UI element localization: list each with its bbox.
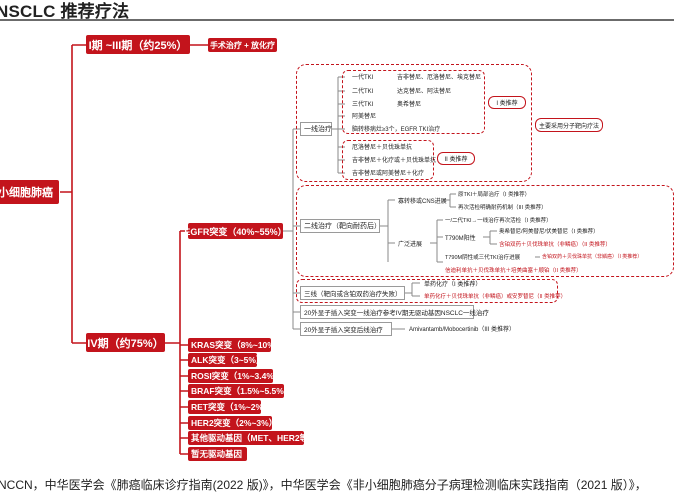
third-line-item: 单药化疗＋贝伐珠单抗（非鳞癌）或安罗替尼（II 类推荐） (424, 294, 567, 300)
second-line-item: T790M阴性或三代TKI治疗进展 (445, 255, 521, 261)
second-line-item: 再次活检明确耐药机制（III 类推荐） (458, 205, 547, 211)
first-line-item: 脑转移病灶≥3个，EGFR TKI治疗 (352, 127, 441, 133)
first-line-item: 三代TKI (352, 102, 374, 108)
exon20-drug: Amivantamb/Mobocertinib（III 类推荐） (409, 327, 516, 333)
second-line-item: 信迪利单抗＋贝伐珠单抗＋培美曲塞＋顺铂（II 类推荐） (445, 268, 582, 274)
mutation-braf: BRAF突变（1.5%~5.5%） (188, 384, 292, 398)
rec2-badge: II 类推荐 (437, 152, 475, 165)
first-line-item: 一代TKI (352, 75, 374, 81)
first-line-item: 吉非替尼＋化疗或＋贝伐珠单抗 (352, 158, 437, 164)
page-title: NSCLC 推荐疗法 (0, 2, 130, 21)
second-line-item: 含铂双药＋贝伐珠单抗（非鳞癌）（II 类推荐） (499, 242, 611, 248)
second-line-node: 二线治疗（靶向耐药后） (300, 219, 381, 233)
second-line-item: 原TKI＋局部治疗（I 类推荐） (458, 192, 531, 198)
mutation-ret: RET突变（1%~2%） (188, 400, 272, 414)
second-line-item: 广泛进展 (398, 242, 423, 248)
egfr-node: EGFR突变（40%~55%） (184, 223, 287, 239)
mutation-other: 其他驱动基因（MET、HER2等） (188, 431, 317, 445)
first-line-node: 一线治疗 (300, 122, 332, 136)
stage-1-3-node: I期 ~III期（约25%） (86, 35, 190, 54)
first-line-item: 厄洛替尼＋贝伐珠单抗 (352, 145, 413, 151)
title-divider (0, 19, 674, 21)
first-line-item: 二代TKI (352, 89, 374, 95)
second-line-item: 含铂双药＋贝伐珠单抗（非鳞癌）（I 类推荐） (542, 254, 643, 260)
mutation-her2: HER2突变（2%~3%） (188, 416, 277, 430)
mutation-rosi: ROSI突变（1%~3.4%） (188, 369, 282, 383)
main-therapy-badge: 主要采用分子靶向疗法 (535, 118, 603, 132)
third-line-item: 单药化疗（I 类推荐） (424, 282, 482, 288)
first-line-rec1-group (342, 70, 485, 134)
second-line-item: T790M阳性 (445, 236, 476, 242)
source-footer: NCCN，中华医学会《肺癌临床诊疗指南(2022 版)》，中华医学会《非小细胞肺… (0, 478, 647, 492)
exon20-first-line-node: 20外显子插入突变一线治疗参考IV期无驱动基因NSCLC一线治疗 (300, 305, 489, 319)
second-line-item: 奥希替尼/阿美替尼/伏美替尼（I 类推荐） (499, 229, 599, 235)
stage-1-3-treatment: 手术治疗 + 放化疗 (208, 38, 277, 52)
root-node: 小细胞肺癌 (0, 180, 59, 204)
rec1-badge: I 类推荐 (488, 96, 526, 109)
second-line-item: 一/二代TKI→一线治疗再次活检（I 类推荐） (445, 218, 552, 224)
first-line-rec2-group (342, 140, 434, 180)
stage-4-node: IV期（约75%） (86, 333, 165, 352)
exon20-later-line-node: 20外显子插入突变后线治疗 (300, 322, 392, 336)
third-line-node: 三线（靶向或含铂双药治疗失败） (300, 286, 405, 300)
third-line-region (296, 279, 558, 303)
first-line-drug: 奥希替尼 (397, 102, 422, 108)
first-line-drug: 达克替尼、阿法替尼 (397, 89, 452, 95)
mutation-none: 暂无驱动基因 (188, 447, 247, 461)
second-line-item: 寡转移或CNS进展 (398, 199, 447, 205)
mutation-alk: ALK突变（3~5%） (188, 353, 264, 367)
first-line-drug: 吉非替尼、厄洛替尼、埃克替尼 (397, 75, 482, 81)
mutation-kras: KRAS突变（8%~10%） (188, 338, 283, 352)
first-line-item: 吉非替尼或阿美替尼＋化疗 (352, 171, 425, 177)
first-line-item: 阿美替尼 (352, 114, 377, 120)
first-line-region (296, 64, 532, 182)
